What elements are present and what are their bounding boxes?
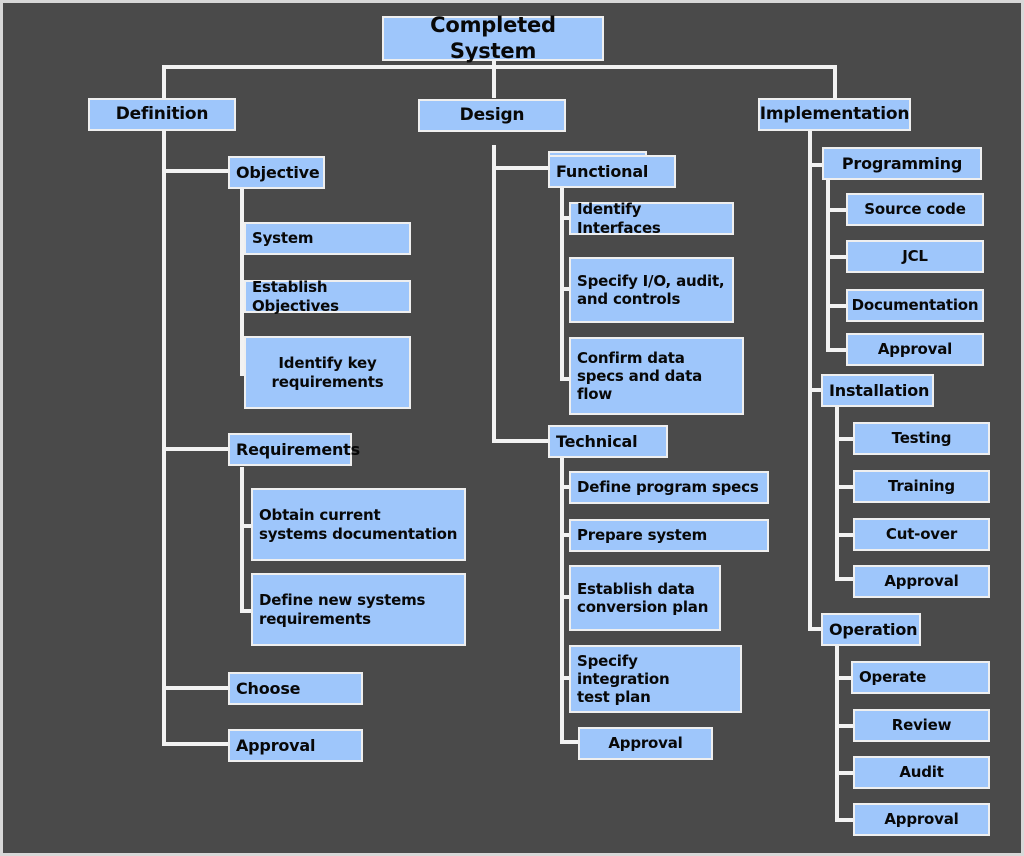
node-review[interactable]: Review bbox=[853, 709, 990, 742]
node-approval-programming[interactable]: Approval bbox=[846, 333, 984, 366]
connector-installation-approval bbox=[835, 577, 853, 581]
node-operation[interactable]: Operation bbox=[821, 613, 921, 646]
node-design[interactable]: Design bbox=[418, 99, 566, 132]
node-specify-integration-test-plan[interactable]: Specify integration test plan bbox=[569, 645, 742, 713]
connector-definition-spine bbox=[162, 129, 166, 746]
node-obtain-current-systems-documentation[interactable]: Obtain current systems documentation bbox=[251, 488, 466, 561]
connector-implementation-spine bbox=[808, 129, 812, 631]
node-establish-data-conversion-plan[interactable]: Establish data conversion plan bbox=[569, 565, 721, 631]
connector-definition-requirements bbox=[162, 447, 244, 451]
connector-requirements-spine bbox=[240, 467, 244, 613]
node-prepare-system[interactable]: Prepare system bbox=[569, 519, 769, 552]
node-source-code[interactable]: Source code bbox=[846, 193, 984, 226]
connector-definition-choose bbox=[162, 686, 244, 690]
node-identify-key-requirements[interactable]: Identify key requirements bbox=[244, 336, 411, 409]
connector-operation-audit bbox=[835, 771, 853, 775]
node-establish-objectives[interactable]: Establish Objectives bbox=[244, 278, 411, 315]
connector-functional-identify bbox=[560, 216, 572, 220]
connector-programming-documentation bbox=[826, 304, 846, 308]
connector-functional-confirm bbox=[560, 377, 572, 381]
node-specify-io-audit-and-controls[interactable]: Specify I/O, audit, and controls bbox=[569, 257, 734, 323]
connector-programming-spine bbox=[826, 179, 830, 352]
connector-design-functional bbox=[492, 166, 549, 170]
node-choose[interactable]: Choose bbox=[228, 672, 363, 705]
connector-operation-operate bbox=[835, 676, 853, 680]
connector-technical-define bbox=[560, 485, 572, 489]
node-approval-installation[interactable]: Approval bbox=[853, 565, 990, 598]
node-functional[interactable]: Functional bbox=[548, 155, 676, 188]
connector-definition-objective bbox=[162, 169, 244, 173]
connector-requirements-define bbox=[240, 609, 254, 613]
connector-implementation-installation bbox=[808, 388, 824, 392]
connector-functional-spine bbox=[560, 186, 564, 381]
connector-operation-review bbox=[835, 724, 853, 728]
connector-requirements-obtain bbox=[240, 524, 254, 528]
node-define-new-systems-requirements[interactable]: Define new systems requirements bbox=[251, 573, 466, 646]
node-installation[interactable]: Installation bbox=[821, 374, 934, 407]
node-audit[interactable]: Audit bbox=[853, 756, 990, 789]
node-programming[interactable]: Programming bbox=[822, 147, 982, 180]
connector-technical-establish bbox=[560, 595, 572, 599]
connector-to-design bbox=[492, 65, 496, 98]
node-objective[interactable]: Objective bbox=[228, 156, 325, 189]
connector-definition-approval bbox=[162, 742, 244, 746]
connector-installation-testing bbox=[835, 437, 853, 441]
connector-design-spine bbox=[492, 145, 496, 443]
connector-operation-approval bbox=[835, 818, 853, 822]
node-testing[interactable]: Testing bbox=[853, 422, 990, 455]
connector-to-definition bbox=[162, 65, 166, 98]
node-approval-definition[interactable]: Approval bbox=[228, 729, 363, 762]
connector-technical-prepare bbox=[560, 533, 572, 537]
connector-technical-approval bbox=[560, 740, 579, 744]
node-approval-technical[interactable]: Approval bbox=[578, 727, 713, 760]
node-approval-operation[interactable]: Approval bbox=[853, 803, 990, 836]
connector-technical-spine bbox=[560, 456, 564, 744]
connector-objective-spine bbox=[240, 189, 244, 376]
node-define-program-specs[interactable]: Define program specs bbox=[569, 471, 769, 504]
connector-programming-source bbox=[826, 208, 846, 212]
connector-root-stem bbox=[492, 59, 496, 69]
connector-implementation-programming bbox=[808, 163, 824, 167]
node-training[interactable]: Training bbox=[853, 470, 990, 503]
connector-design-technical bbox=[492, 439, 549, 443]
node-documentation[interactable]: Documentation bbox=[846, 289, 984, 322]
node-cut-over[interactable]: Cut-over bbox=[853, 518, 990, 551]
connector-functional-specify bbox=[560, 287, 572, 291]
node-requirements[interactable]: Requirements bbox=[228, 433, 360, 466]
node-definition[interactable]: Definition bbox=[88, 98, 236, 131]
connector-programming-jcl bbox=[826, 255, 846, 259]
node-operate[interactable]: Operate bbox=[851, 661, 990, 694]
connector-installation-cutover bbox=[835, 533, 853, 537]
connector-implementation-operation bbox=[808, 627, 824, 631]
node-jcl[interactable]: JCL bbox=[846, 240, 984, 273]
node-system[interactable]: System bbox=[244, 222, 411, 255]
node-confirm-data-specs-and-data-flow[interactable]: Confirm data specs and data flow bbox=[569, 337, 744, 415]
node-implementation[interactable]: Implementation bbox=[758, 98, 911, 131]
connector-installation-spine bbox=[835, 405, 839, 580]
node-identify-interfaces[interactable]: Identify Interfaces bbox=[569, 200, 734, 237]
connector-installation-training bbox=[835, 485, 853, 489]
node-completed-system[interactable]: Completed System bbox=[382, 13, 604, 63]
connector-technical-specify bbox=[560, 676, 572, 680]
connector-to-implementation bbox=[833, 65, 837, 98]
connector-programming-approval bbox=[826, 348, 846, 352]
connector-operation-spine bbox=[835, 644, 839, 821]
node-technical[interactable]: Technical bbox=[548, 425, 668, 458]
connector-root-bus bbox=[162, 65, 837, 69]
